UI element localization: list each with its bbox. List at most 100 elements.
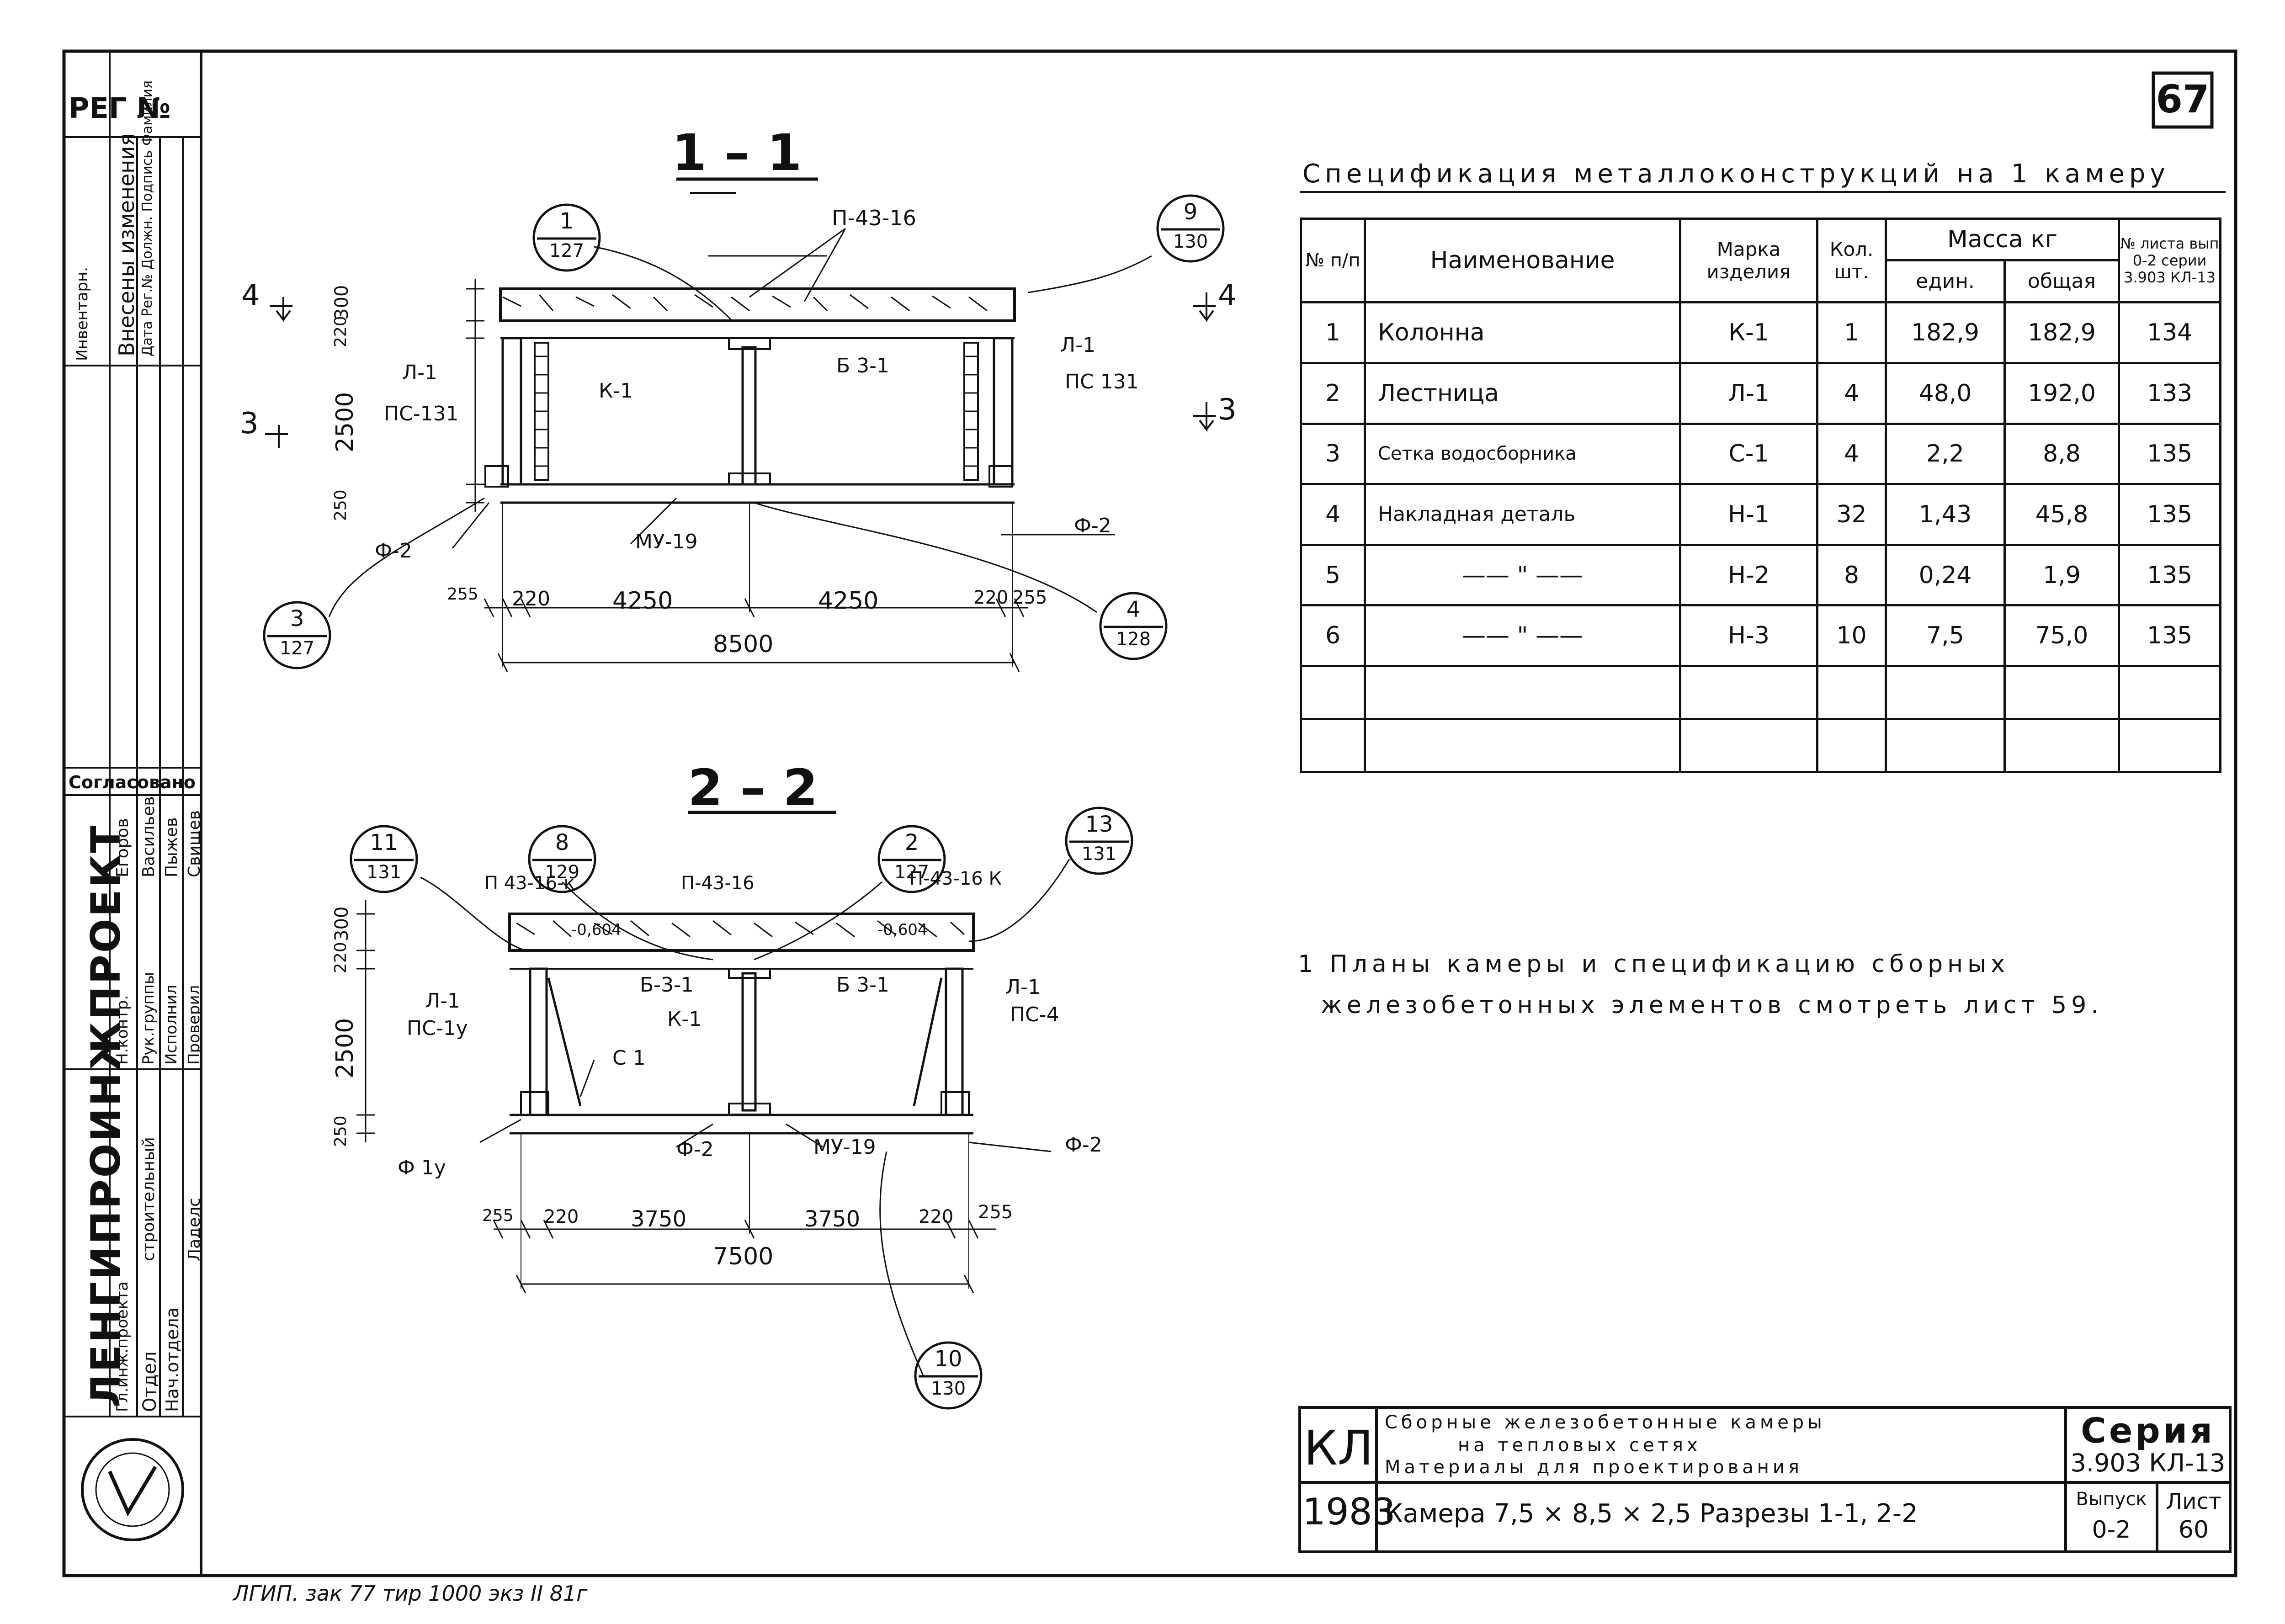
cell-qty: 8 [1816,543,1887,607]
s2-pillar-right: ПС-4 [1010,1003,1059,1026]
tb-code: КЛ [1303,1420,1374,1476]
cell-num: 1 [1300,301,1366,364]
s1-ladder-left: Л-1 [402,361,437,384]
inventory-label: Инвентарн. [73,266,91,361]
tb-year: 1983 [1302,1491,1396,1533]
hdr-qty: Кол. шт. [1816,217,1887,304]
section-2-2-title: 2 – 2 [688,759,818,817]
cell-num: 4 [1300,483,1366,546]
s2-callout-8-num: 8 [555,830,569,855]
role-performer: Исполнил [162,985,181,1065]
name-pyzhev: Пыжев [162,817,181,877]
hdr-mark: Марка изделия [1679,217,1818,304]
s1-mark-left-top: 4 [241,279,260,313]
side-stamp-grid [64,51,201,1417]
cell-sheet: 135 [2118,604,2222,667]
s1-callout-3-num: 3 [290,606,304,632]
cell-mark: Н-1 [1679,483,1818,546]
cell-num: 5 [1300,543,1366,607]
s1-mark-right-top: 4 [1218,279,1237,313]
s1-dim-1: 220 [512,587,550,610]
cell-name: Сетка водосборника [1364,422,1681,486]
s2-vdim-1: 220 [331,942,350,973]
tb-issue-value: 0-2 [2092,1516,2131,1544]
s2-callout-11-num: 11 [370,830,398,855]
cell-unit: 7,5 [1885,604,2006,667]
hdr-mass-unit: един. [1885,259,2006,304]
s1-f-left: Ф-2 [375,539,412,563]
cell-unit: 0,24 [1885,543,2006,607]
spec-header-row: № п/п Наименование Марка изделия Кол. шт… [1300,217,2222,304]
cell-mark: С-1 [1679,422,1818,486]
s1-ladder-right: Л-1 [1060,334,1095,357]
s1-callout-1-num: 1 [559,208,574,234]
s2-vdim-0: 300 [331,906,352,941]
s1-vdim-3: 250 [331,489,350,521]
cell-num: 2 [1300,361,1366,425]
hdr-sheet-ref: № листа вып 0-2 серии 3.903 КЛ-13 [2118,217,2222,304]
s1-callout-9-num: 9 [1183,199,1198,225]
agreed-label: Согласовано [69,772,196,792]
s1-mark-right-mid: 3 [1218,393,1237,427]
cell-name: —— " —— [1364,604,1681,667]
section-2-2-callouts [350,807,1133,1410]
s1-overall-dim: 8500 [713,631,774,658]
tb-series-value: 3.903 КЛ-13 [2070,1449,2226,1477]
s1-callout-4-num: 4 [1126,597,1141,622]
s2-dim-5: 255 [978,1202,1013,1223]
s2-ladder-right: Л-1 [1005,976,1041,999]
table-row: 5 —— " —— Н-2 8 0,24 1,9 135 [1300,543,2222,607]
s2-dim-0: 255 [482,1206,514,1225]
hdr-num: № п/п [1300,217,1366,304]
emblem-circle [81,1438,184,1541]
s2-vdim-3: 250 [331,1115,350,1147]
cell-name: Накладная деталь [1364,483,1681,546]
s2-base-label: МУ-19 [813,1136,876,1159]
s2-callout-13-sheet: 131 [1081,844,1117,865]
cell-unit: 182,9 [1885,301,2006,364]
cell-total: 8,8 [2003,422,2120,486]
table-row-empty [1300,664,2222,720]
cell-total: 75,0 [2003,604,2120,667]
s2-callout-2-num: 2 [904,830,919,855]
s2-pillar-left: ПС-1у [407,1017,468,1040]
section-1-1-callouts [263,194,1225,669]
spec-table: № п/п Наименование Марка изделия Кол. шт… [1300,217,2222,774]
name-vasiliev: Васильев [139,796,158,877]
tb-sheet-label: Лист [2166,1489,2221,1514]
sheet-number-box [2152,71,2214,129]
cell-total: 1,9 [2003,543,2120,607]
table-row: 3 Сетка водосборника С-1 4 2,2 8,8 135 [1300,422,2222,486]
cell-qty: 4 [1816,361,1887,425]
cell-total: 45,8 [2003,483,2120,546]
s2-callout-11-sheet: 131 [366,862,402,883]
changes-cols: Дата Рег.№ Должн. Подпись Фамилия [139,80,155,356]
hdr-mass-total: общая [2003,259,2120,304]
title-block-grid [1298,1406,2232,1553]
cell-name: —— " —— [1364,543,1681,607]
section-1-1-title: 1 – 1 [672,123,802,182]
s2-column-label: К-1 [667,1008,702,1031]
s1-pillar-right: ПС 131 [1065,370,1139,393]
section-1-1-drawing [265,177,1216,672]
role-group-lead: Рук.группы [139,972,158,1065]
cell-mark: Л-1 [1679,361,1818,425]
reg-label: РЕГ № [69,91,171,125]
cell-qty: 32 [1816,483,1887,546]
section-2-2-drawing [356,811,1070,1376]
s2-callout-13-num: 13 [1085,812,1113,837]
cell-sheet: 135 [2118,483,2222,546]
s1-vdim-0: 300 [331,285,352,320]
s1-column-label: К-1 [599,379,633,403]
s1-mark-left-mid: 3 [240,407,259,440]
table-row: 2 Лестница Л-1 4 48,0 192,0 133 [1300,361,2222,425]
s2-dim-1: 220 [544,1206,579,1227]
cell-name: Колонна [1364,301,1681,364]
cell-mark: К-1 [1679,301,1818,364]
s2-beam-right: Б 3-1 [836,973,890,997]
s1-f-right: Ф-2 [1074,514,1111,537]
cell-sheet: 133 [2118,361,2222,425]
name-ladels: Ладелс [185,1198,204,1261]
cell-total: 192,0 [2003,361,2120,425]
s2-slab-left: П 43-16-к [484,873,575,894]
